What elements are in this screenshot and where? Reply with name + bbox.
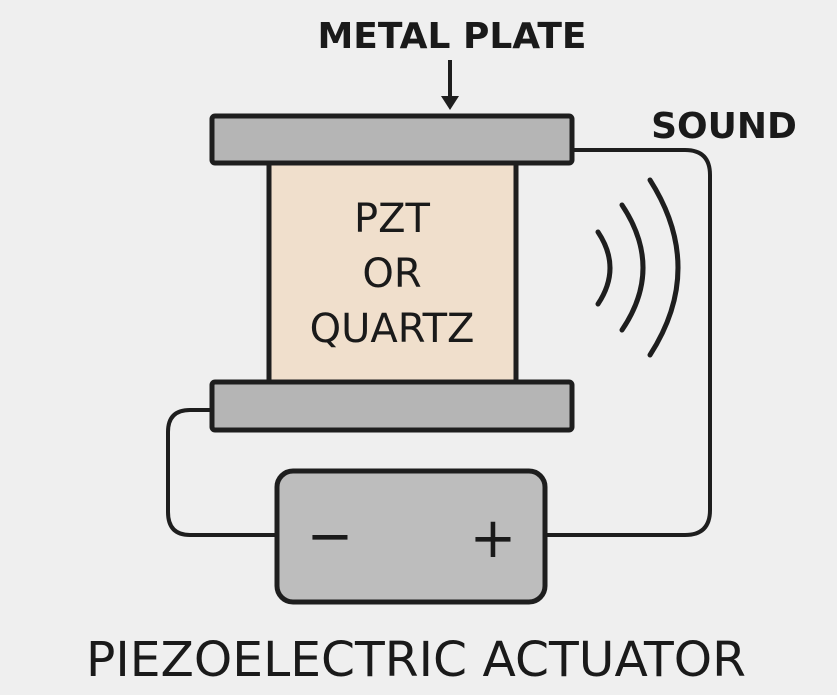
crystal-label-line2: OR bbox=[362, 251, 421, 297]
sound-label: SOUND bbox=[651, 106, 797, 147]
battery bbox=[274, 468, 548, 605]
top-metal-plate bbox=[209, 113, 575, 166]
positive-wire bbox=[545, 148, 712, 537]
crystal-label-line3: QUARTZ bbox=[310, 306, 475, 352]
bottom-metal-plate bbox=[209, 379, 575, 433]
arrow-down-icon bbox=[441, 60, 459, 110]
metal-plate-label: METAL PLATE bbox=[317, 16, 586, 57]
negative-wire bbox=[166, 408, 277, 537]
battery-minus-terminal: − bbox=[307, 504, 354, 569]
battery-plus-terminal: + bbox=[470, 506, 517, 571]
crystal-label-line1: PZT bbox=[354, 196, 431, 242]
piezo-crystal bbox=[266, 157, 519, 387]
diagram-title: PIEZOELECTRIC ACTUATOR bbox=[86, 632, 746, 688]
sound-waves-icon bbox=[595, 177, 681, 358]
